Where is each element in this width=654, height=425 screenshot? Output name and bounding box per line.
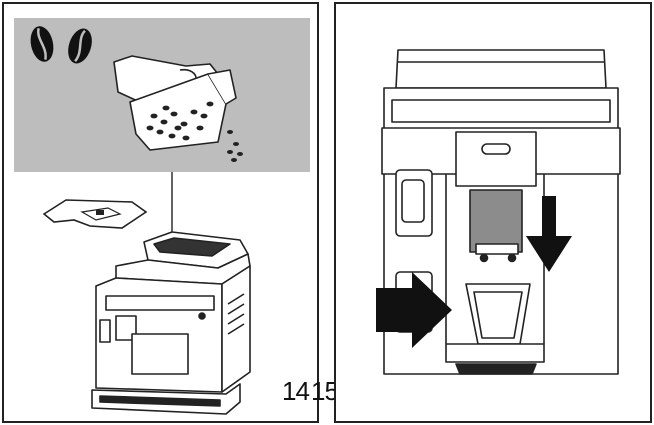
dispenser-module bbox=[469, 189, 523, 253]
fill-beans-illustration bbox=[14, 18, 310, 415]
machine-top-cover bbox=[395, 49, 607, 89]
coffee-bean-icon bbox=[30, 26, 54, 62]
bean-container-lid bbox=[42, 199, 148, 229]
coffee-spout-head bbox=[455, 131, 537, 187]
step-number-14: 14 bbox=[282, 376, 310, 406]
illustration-panel-place-cup bbox=[334, 2, 652, 423]
arrow-down-icon bbox=[526, 196, 572, 272]
hand-pouring-bag bbox=[113, 55, 237, 151]
coffee-machine bbox=[91, 231, 251, 415]
beans-in-bag bbox=[146, 101, 214, 141]
falling-beans bbox=[227, 130, 243, 162]
illustration-panel-fill-beans bbox=[2, 2, 319, 423]
arrow-right-icon bbox=[376, 272, 452, 348]
place-cup-illustration bbox=[376, 49, 621, 375]
coffee-bean-icon-2 bbox=[68, 28, 92, 64]
